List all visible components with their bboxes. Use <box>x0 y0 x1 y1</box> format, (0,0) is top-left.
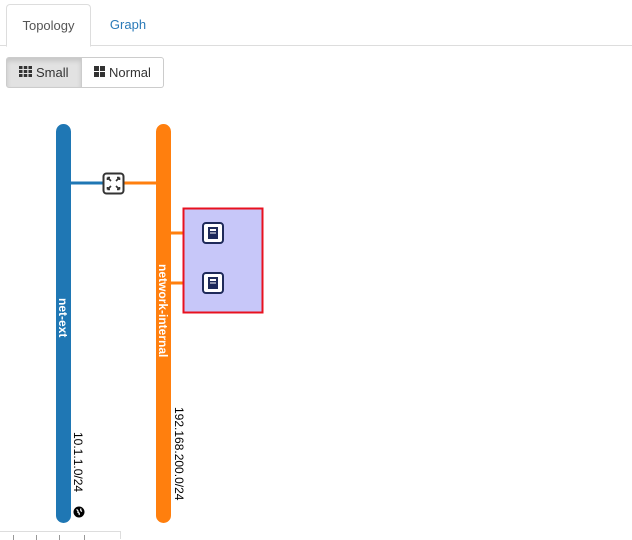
network-cidr-net-ext: 10.1.1.0/24 <box>71 432 85 492</box>
router-icon[interactable] <box>102 172 125 195</box>
router-node[interactable] <box>102 172 125 195</box>
scroll-tick <box>36 535 37 540</box>
instance-node-2[interactable] <box>202 272 224 294</box>
th-large-icon <box>94 65 105 80</box>
network-name-network-internal: network-internal <box>156 264 170 357</box>
network-name-net-ext: net-ext <box>56 298 70 337</box>
network-bar-network-internal[interactable] <box>156 124 171 523</box>
instance-icon-slot <box>210 229 216 231</box>
tab-topology[interactable]: Topology <box>6 4 91 47</box>
view-size-toggle: Small Normal <box>6 57 164 88</box>
network-bar-net-ext[interactable] <box>56 124 71 523</box>
scroll-tick <box>59 535 60 540</box>
normal-button-label: Normal <box>109 65 151 80</box>
instance-node-1[interactable] <box>202 222 224 244</box>
horizontal-scrollbar[interactable] <box>0 531 121 540</box>
tab-graph[interactable]: Graph <box>109 17 147 32</box>
instance-icon-slot <box>210 232 216 234</box>
router-arrows <box>106 176 121 191</box>
instance-icon-slot <box>210 282 216 284</box>
globe-icon <box>73 506 85 518</box>
instance-icon-slot <box>210 279 216 281</box>
scroll-tick <box>13 535 14 540</box>
network-cidr-network-internal: 192.168.200.0/24 <box>172 407 186 501</box>
normal-button[interactable]: Normal <box>82 57 164 88</box>
small-button-label: Small <box>36 65 69 80</box>
network-net-ext[interactable]: net-ext 10.1.1.0/24 <box>56 124 85 523</box>
scroll-tick <box>84 535 85 540</box>
tab-bar: Topology Graph <box>0 0 632 47</box>
network-network-internal[interactable]: network-internal 192.168.200.0/24 <box>156 124 186 523</box>
small-button[interactable]: Small <box>6 57 82 88</box>
th-grid-icon <box>19 65 32 80</box>
